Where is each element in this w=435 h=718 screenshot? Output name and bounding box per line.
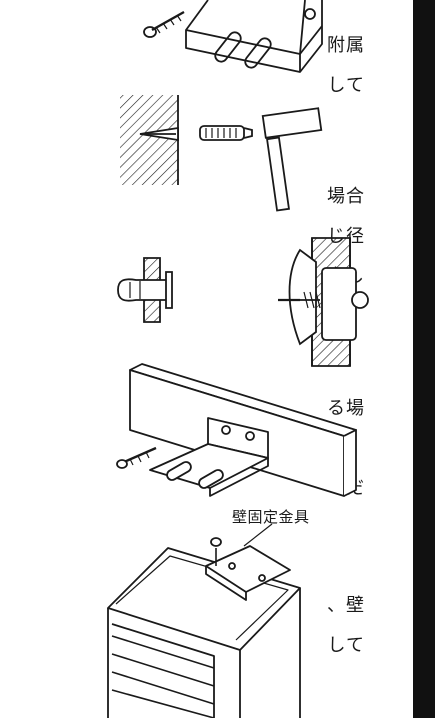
plastic-anchor-and-toggle-bolt-icon bbox=[118, 238, 368, 366]
wall-nail-hammer-plug-icon bbox=[120, 95, 321, 210]
text-fragment: 、壁 bbox=[327, 595, 365, 616]
text-fragment: る場 bbox=[327, 398, 365, 419]
text-fragment: 場合 bbox=[327, 186, 365, 207]
board-with-bracket-and-screw-icon bbox=[117, 364, 356, 496]
figure-label-wall-bracket: 壁固定金具 bbox=[232, 508, 310, 526]
wall-fixing-bracket-with-screw-icon bbox=[144, 0, 322, 72]
text-fragment: して bbox=[327, 75, 365, 96]
text-fragment: して bbox=[327, 635, 365, 656]
heater-unit-with-wall-bracket-icon bbox=[108, 524, 300, 718]
text-fragment: 附属 bbox=[327, 35, 365, 56]
right-border-bar bbox=[413, 0, 435, 718]
